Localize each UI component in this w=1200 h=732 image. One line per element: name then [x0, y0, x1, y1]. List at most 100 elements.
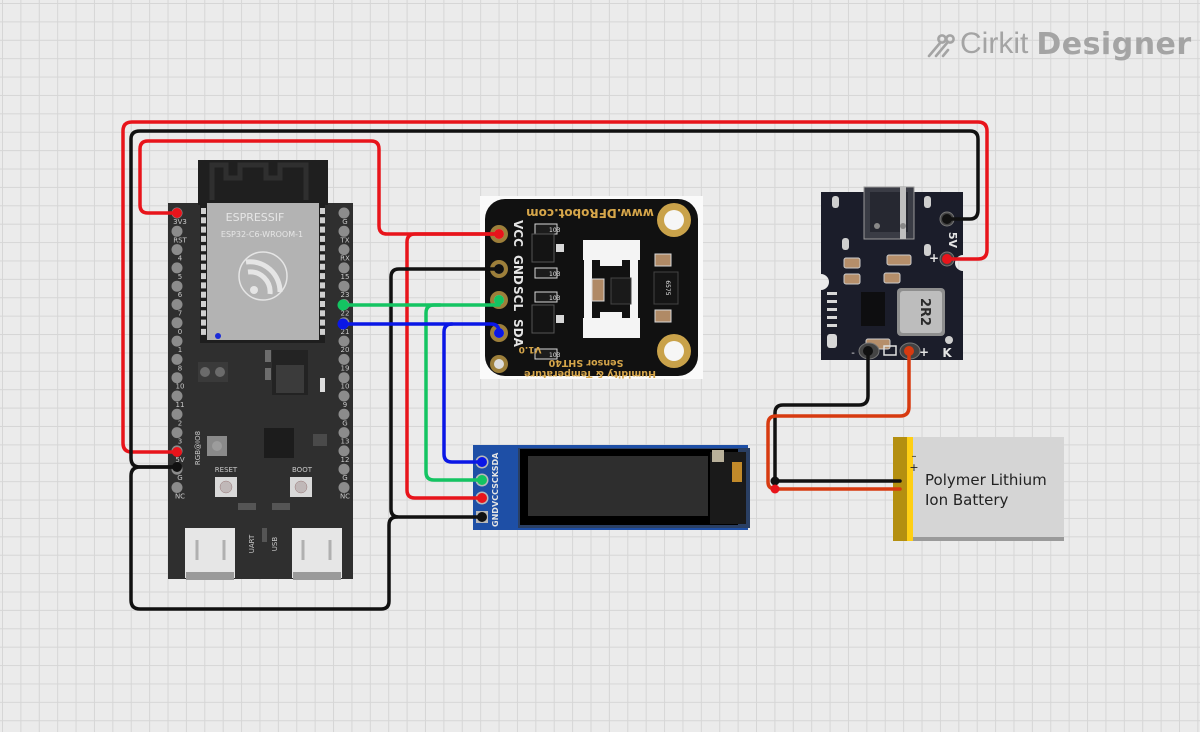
- endpoint-sensor-vcc[interactable]: [494, 229, 504, 239]
- usb-bridge-chip: [264, 428, 294, 458]
- esp-5v-gnd-loop[interactable]: [129, 465, 399, 611]
- circuit-traces-icon: [927, 34, 955, 58]
- endpoint-charger-bat-plus[interactable]: [904, 346, 914, 356]
- esp32-left-pin[interactable]: [171, 262, 183, 274]
- endpoint-esp-5v[interactable]: [172, 462, 182, 472]
- endpoint-sensor-scl[interactable]: [494, 295, 504, 305]
- endpoint-esp-io3[interactable]: [172, 447, 182, 457]
- sensor-pin-label: GND: [511, 255, 525, 285]
- endpoint-battery-plus-junction[interactable]: [770, 484, 780, 494]
- esp-gnd-to-charger-minus[interactable]: [129, 129, 980, 469]
- esp32-left-pin[interactable]: [171, 317, 183, 329]
- transistor-pad: [556, 244, 564, 252]
- esp32-right-pin-label: 20: [341, 346, 350, 354]
- esp32-right-pin[interactable]: [338, 390, 350, 402]
- esp32-c6-board[interactable]: ESPRESSIF ESP32-C6-WROOM-1 RGB@IO8 RESET: [168, 160, 353, 580]
- esp32-right-pin[interactable]: [338, 335, 350, 347]
- esp32-left-pin[interactable]: [171, 408, 183, 420]
- endpoint-esp-io22[interactable]: [337, 318, 349, 330]
- module-pad: [320, 254, 325, 261]
- esp32-left-pin[interactable]: [171, 244, 183, 256]
- module-pads: [201, 208, 325, 335]
- resistor-code: 103: [549, 352, 561, 359]
- resistor-code: 103: [549, 227, 561, 234]
- reset-button[interactable]: [215, 477, 237, 497]
- endpoint-sensor-gnd[interactable]: [494, 264, 504, 274]
- jumper-pin: [215, 367, 225, 377]
- charger-bat-minus-to-battery[interactable]: [773, 349, 902, 483]
- transistor: [531, 304, 555, 334]
- esp32-left-pin[interactable]: [171, 390, 183, 402]
- uart-usb-port[interactable]: [185, 528, 235, 580]
- charger-boost-module[interactable]: 2R2 5V + + - K: [821, 186, 963, 360]
- esp32-right-pin[interactable]: [338, 445, 350, 457]
- module-pad: [201, 217, 206, 224]
- esp32-right-pin-label: NC: [340, 493, 350, 501]
- esp32-left-pin-label: 4: [178, 255, 183, 263]
- esp32-left-pin[interactable]: [171, 335, 183, 347]
- endpoint-charger-bat-minus[interactable]: [863, 346, 873, 356]
- esp32-right-pin-label: G: [342, 474, 347, 482]
- esp32-left-pin[interactable]: [171, 299, 183, 310]
- esp32-left-pin[interactable]: [171, 280, 183, 292]
- esp32-right-pin[interactable]: [338, 280, 350, 292]
- endpoint-oled-sda[interactable]: [477, 457, 487, 467]
- lipo-battery[interactable]: – + Polymer Lithium Ion Battery: [893, 437, 1064, 541]
- module-pad: [201, 235, 206, 242]
- battery-minus-label: –: [912, 451, 917, 462]
- esp32-right-pin[interactable]: [338, 207, 350, 219]
- module-pad: [320, 263, 325, 270]
- module-pad: [320, 245, 325, 252]
- endpoint-oled-gnd[interactable]: [477, 512, 487, 522]
- module-pad: [320, 319, 325, 326]
- esp-io22-to-sensor-sda[interactable]: [341, 322, 501, 334]
- usb-c-shell: [900, 187, 906, 239]
- esp32-left-pin[interactable]: [171, 427, 183, 439]
- esp-3v3-to-sensor-vcc[interactable]: [138, 139, 501, 236]
- esp32-right-pin[interactable]: [338, 225, 350, 237]
- esp32-left-pin-label: 5V: [175, 456, 184, 464]
- boot-button[interactable]: [290, 477, 312, 497]
- sht40-chip: [610, 277, 632, 305]
- usb-port[interactable]: [292, 528, 342, 580]
- endpoint-oled-vcc[interactable]: [477, 493, 487, 503]
- endpoint-battery-minus-junction[interactable]: [770, 476, 780, 486]
- resistor-code: 103: [549, 295, 561, 302]
- sensor-vcc-to-oled-vcc[interactable]: [405, 232, 501, 500]
- esp32-right-pin[interactable]: [338, 427, 350, 439]
- sensor-pin-hole: [494, 359, 504, 369]
- sda-to-oled-sda[interactable]: [442, 322, 484, 464]
- esp32-right-pin[interactable]: [338, 372, 350, 384]
- charger-bat-plus-to-battery[interactable]: [766, 349, 911, 491]
- endpoint-esp-3v3[interactable]: [172, 208, 182, 218]
- module-pad: [201, 282, 206, 289]
- esp32-right-pin[interactable]: [338, 408, 350, 420]
- resistor: [534, 291, 558, 303]
- endpoint-charger-out-minus[interactable]: [942, 214, 952, 224]
- jumper-pin: [200, 367, 210, 377]
- esp-5v-to-charger-5v-plus[interactable]: [121, 120, 989, 454]
- esp32-right-pin[interactable]: [338, 463, 350, 475]
- esp32-right-pin-label: 21: [341, 328, 350, 336]
- esp32-left-pin[interactable]: [171, 225, 183, 237]
- endpoint-esp-io23[interactable]: [337, 299, 349, 311]
- esp32-right-pin[interactable]: [338, 482, 350, 493]
- esp32-left-pin-label: 3V3: [173, 218, 187, 226]
- esp32-right-pin[interactable]: [338, 244, 350, 256]
- endpoint-charger-out-plus[interactable]: [942, 254, 952, 264]
- esp32-left-pin[interactable]: [171, 353, 183, 365]
- endpoint-oled-sck[interactable]: [477, 475, 487, 485]
- k-label: K: [942, 346, 952, 360]
- battery-label-line2: Ion Battery: [925, 491, 1009, 509]
- module-pad: [201, 319, 206, 326]
- esp32-right-pin[interactable]: [338, 353, 350, 365]
- esp32-right-pin[interactable]: [338, 262, 350, 274]
- endpoint-sensor-sda[interactable]: [494, 328, 504, 338]
- esp32-left-pin[interactable]: [171, 372, 183, 384]
- scl-to-oled-sck[interactable]: [424, 303, 484, 482]
- esp32-left-pin[interactable]: [171, 482, 183, 493]
